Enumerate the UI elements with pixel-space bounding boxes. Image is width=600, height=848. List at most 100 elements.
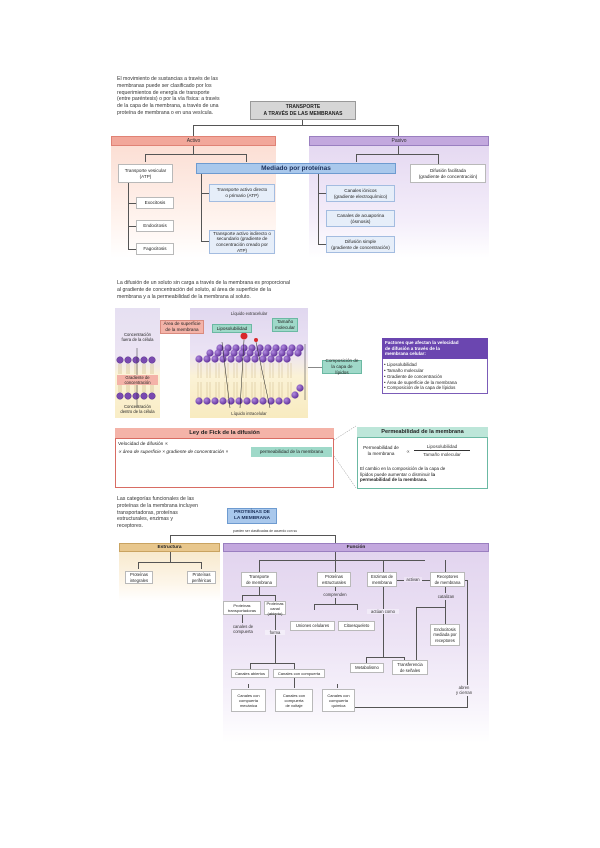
intracellular-label: Líquido intracelular bbox=[231, 411, 267, 416]
membrane-transport-box: Transporte de membrana bbox=[241, 572, 277, 587]
gated-channels-box: Canales con compuerta bbox=[273, 669, 325, 678]
factor-item: • Liposolubilidad bbox=[384, 362, 417, 367]
factor-item: • Tamaño molecular bbox=[384, 367, 424, 373]
factor-text: Tamaño molecular bbox=[386, 367, 424, 373]
connector bbox=[438, 154, 439, 164]
connector bbox=[416, 607, 417, 660]
channel-proteins-box: Proteínas canal (abierto) bbox=[264, 601, 286, 616]
factor-item: • Área de superficie de la membrana bbox=[384, 379, 457, 385]
peripheral-proteins-box: Proteínas periféricas bbox=[187, 571, 216, 584]
connector bbox=[398, 125, 399, 136]
connector bbox=[398, 146, 399, 154]
concentration-gradient-label: Gradiente de concentración bbox=[117, 375, 158, 386]
connector bbox=[193, 146, 194, 154]
mechanically-gated-box: Canales con compuerta mecánica bbox=[231, 689, 266, 712]
connector bbox=[248, 684, 249, 688]
connector bbox=[416, 607, 445, 608]
connector bbox=[302, 120, 303, 125]
molecular-size-label: Tamaño molecular bbox=[272, 318, 298, 332]
connector bbox=[242, 595, 243, 601]
connector bbox=[201, 241, 209, 242]
connector bbox=[201, 562, 202, 569]
connector bbox=[145, 154, 146, 162]
connector bbox=[467, 696, 468, 707]
permeability-numerator: Liposolubilidad bbox=[414, 444, 470, 451]
connector bbox=[356, 154, 438, 155]
permeability-note-text: El cambio en la composición de la capa d… bbox=[360, 466, 446, 477]
voltage-gated-box: Canales con compuerta de voltaje bbox=[275, 689, 313, 712]
secondary-active-transport-box: Transporte activo indirecto o secundario… bbox=[209, 230, 275, 254]
connector bbox=[356, 154, 357, 162]
comprise-label: comprenden bbox=[323, 592, 347, 597]
connector bbox=[335, 535, 336, 543]
connector bbox=[242, 615, 243, 623]
connector bbox=[170, 552, 171, 562]
membrane-proteins-root: PROTEÍNAS DE LA MEMBRANA bbox=[227, 508, 277, 524]
connector bbox=[193, 125, 194, 136]
factor-item: • Composición de la capa de lípidos bbox=[384, 385, 456, 391]
connector bbox=[314, 604, 315, 610]
section1-intro: El movimiento de sustancias a través de … bbox=[117, 76, 220, 116]
form-label: forma bbox=[265, 630, 285, 636]
gated-pores-label: canales de compuerta bbox=[232, 624, 254, 635]
connector bbox=[318, 244, 326, 245]
connector bbox=[465, 580, 468, 581]
connector bbox=[314, 604, 357, 605]
connector bbox=[128, 226, 136, 227]
chemically-gated-box: Canales con compuerta química bbox=[322, 689, 355, 712]
small-membrane-illustration bbox=[116, 348, 156, 408]
transport-root-box: TRANSPORTE A TRAVÉS DE LAS MEMBRANAS bbox=[250, 101, 356, 120]
connector bbox=[335, 598, 336, 604]
factors-title: Factores que afectan la velocidad de dif… bbox=[382, 338, 488, 359]
section3-intro: Las categorías funcionales de las proteí… bbox=[117, 496, 199, 529]
factor-text: Liposolubilidad bbox=[386, 362, 417, 367]
proportional-symbol: ∝ bbox=[406, 449, 410, 455]
connector bbox=[445, 587, 446, 593]
phagocytosis-box: Fagocitosis bbox=[136, 243, 174, 255]
passive-header: Pasivo bbox=[309, 136, 489, 146]
connector bbox=[383, 560, 384, 572]
connector bbox=[170, 535, 326, 536]
concentration-inside-label: Concentración dentro de la célula bbox=[120, 404, 155, 415]
vesicular-transport-box: Transporte vesicular (ATP) bbox=[118, 164, 173, 183]
connector bbox=[275, 615, 276, 663]
connector bbox=[335, 587, 336, 591]
connector bbox=[383, 587, 384, 657]
receptor-mediated-endocytosis-box: Endocitosis mediada por receptores bbox=[430, 624, 460, 646]
permeability-note: El cambio en la composición de la capa d… bbox=[360, 466, 486, 483]
connector bbox=[250, 663, 294, 664]
connector bbox=[259, 560, 425, 561]
activate-label: activan bbox=[404, 577, 422, 583]
connector bbox=[318, 193, 326, 194]
protein-mediated-header: Mediado por proteínas bbox=[196, 163, 396, 174]
connector bbox=[128, 203, 136, 204]
connector bbox=[170, 535, 171, 543]
ion-channels-box: Canales iónicos (gradiente electroquímic… bbox=[326, 185, 395, 202]
surface-area-label: Área de superficie de la membrana bbox=[160, 320, 204, 334]
concentration-outside-label: Concentración fuera de la célula bbox=[121, 332, 154, 343]
lipid-composition-label: Composición de la capa de lípidos bbox=[322, 358, 362, 375]
permeability-lhs: Permeabilidad de la membrana bbox=[363, 445, 399, 456]
section2-intro: La difusión de un soluto sin carga a tra… bbox=[117, 280, 291, 300]
connector bbox=[467, 580, 468, 685]
carrier-proteins-box: Proteínas transportadoras bbox=[223, 601, 261, 615]
extracellular-label: Líquido extracelular bbox=[230, 311, 268, 316]
factors-list: • Liposolubilidad • Tamaño molecular • G… bbox=[384, 362, 488, 391]
fick-line-1: Velocidad de difusión ∝ bbox=[118, 442, 169, 447]
connector bbox=[275, 595, 276, 601]
connector bbox=[246, 154, 247, 162]
function-header: Función bbox=[223, 543, 489, 552]
connector bbox=[250, 663, 251, 669]
active-header: Activo bbox=[111, 136, 276, 146]
catalyze-label: catalizan bbox=[437, 594, 455, 599]
connector bbox=[201, 174, 202, 241]
act-as-label: actúan como bbox=[367, 609, 399, 615]
exocytosis-box: Exocitosis bbox=[136, 197, 174, 209]
connector bbox=[325, 535, 335, 536]
factor-text: Gradiente de concentración bbox=[386, 373, 443, 379]
integral-proteins-box: Proteínas integrales bbox=[125, 571, 153, 584]
structural-proteins-box: Proteínas estructurales bbox=[317, 572, 351, 587]
metabolism-box: Metabolismo bbox=[350, 663, 384, 673]
signal-transduction-box: Transferencia de señales bbox=[392, 660, 428, 675]
connector bbox=[335, 560, 336, 572]
